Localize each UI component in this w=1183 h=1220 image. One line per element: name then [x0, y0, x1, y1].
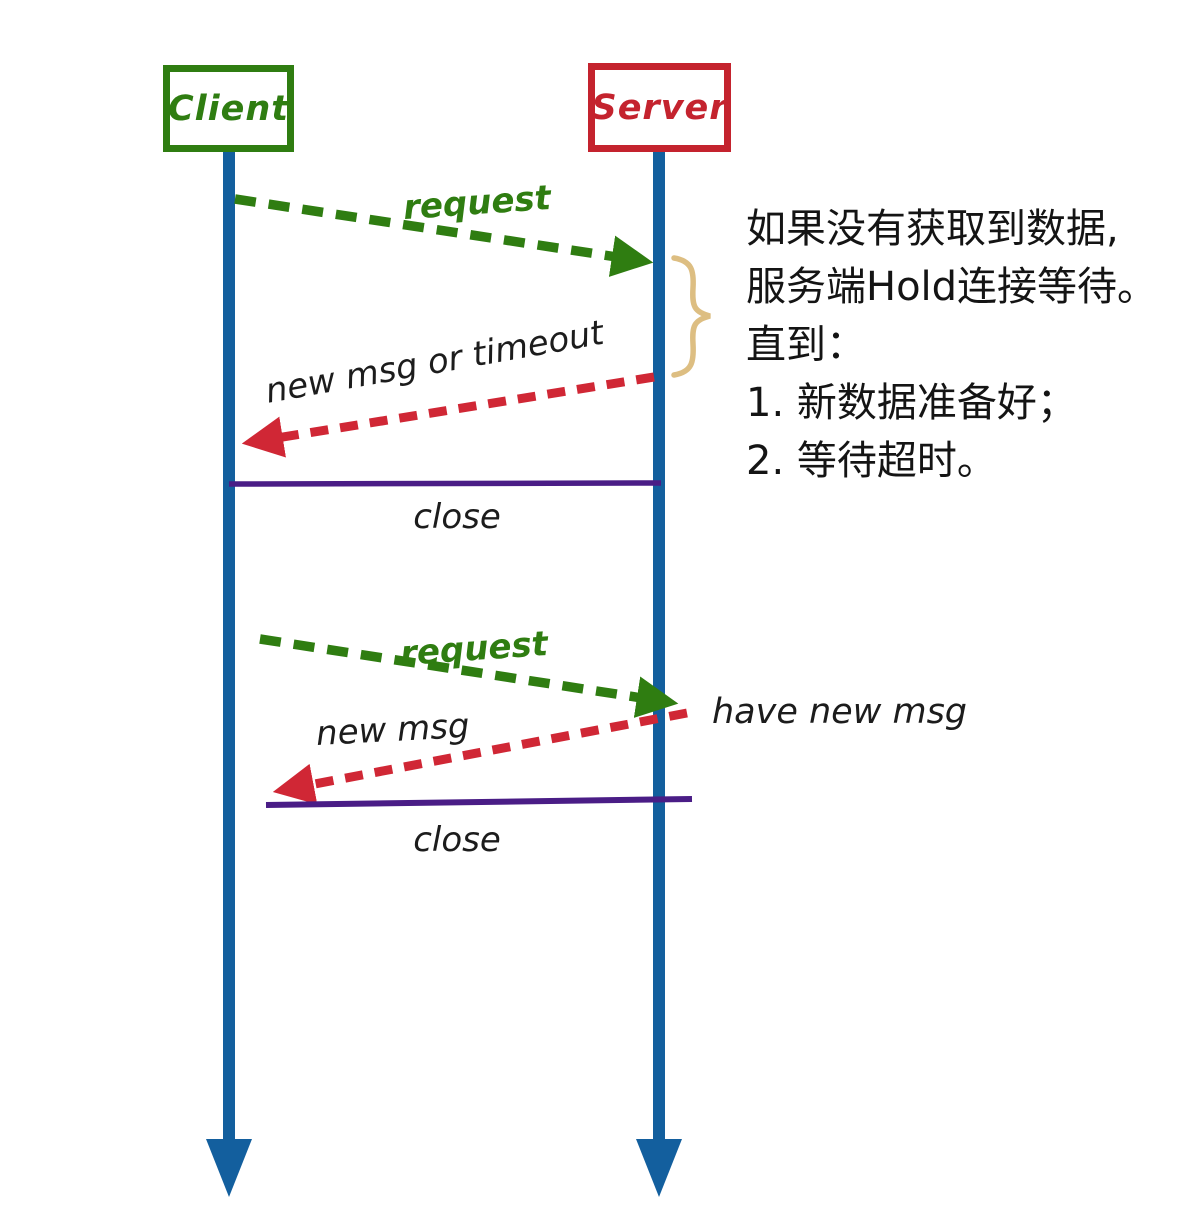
close-line-1	[228, 480, 662, 487]
have-new-msg-label: have new msg	[712, 692, 968, 732]
server-lifeline-arrowhead-icon	[636, 1139, 682, 1197]
request-arrow-2	[259, 634, 679, 718]
hold-brace-icon	[671, 255, 711, 378]
response-arrow-2	[272, 708, 688, 805]
hold-note-line-1: 如果没有获取到数据,	[746, 206, 1119, 252]
hold-note-line-3: 直到：	[746, 322, 866, 368]
client-actor-label: Client	[167, 88, 290, 129]
hold-note: 如果没有获取到数据, 服务端Hold连接等待。 直到： 1. 新数据准备好； 2…	[746, 200, 1176, 490]
response-arrow-1	[241, 372, 655, 458]
server-actor-label: Server	[591, 87, 728, 128]
response-label-2: new msg	[315, 706, 471, 754]
close-line-2	[265, 796, 693, 808]
hold-note-line-4: 1. 新数据准备好；	[746, 380, 1077, 426]
request-arrow-1	[234, 194, 654, 277]
hold-note-line-2: 服务端Hold连接等待。	[746, 264, 1158, 310]
client-lifeline-arrowhead-icon	[206, 1139, 252, 1197]
hold-note-line-5: 2. 等待超时。	[746, 438, 997, 484]
close-label-2: close	[413, 820, 501, 860]
client-actor-box: Client	[163, 65, 294, 152]
close-label-1: close	[413, 497, 501, 537]
server-actor-box: Server	[588, 63, 731, 152]
